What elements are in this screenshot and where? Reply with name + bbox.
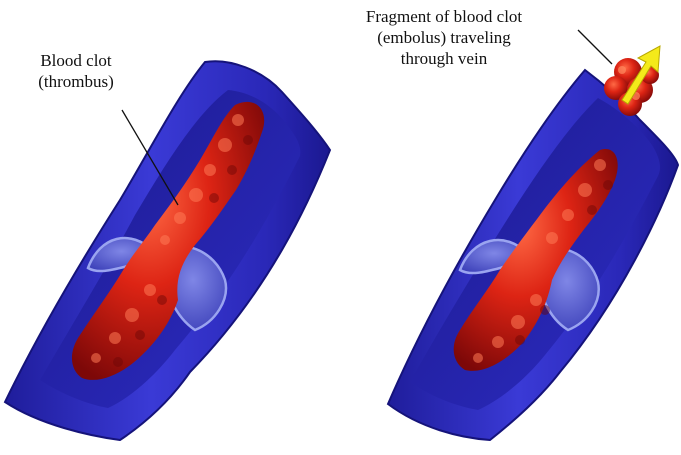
embolus-leader-line: [578, 30, 612, 64]
embolus-label-line-3: through vein: [308, 48, 580, 69]
thrombus-label-line-1: Blood clot: [18, 50, 134, 71]
left-vein: [5, 61, 330, 440]
embolus-label-line-2: (embolus) traveling: [308, 27, 580, 48]
embolus-label: Fragment of blood clot (embolus) traveli…: [308, 6, 580, 69]
embolus-label-line-1: Fragment of blood clot: [308, 6, 580, 27]
right-vein: [388, 30, 678, 440]
thrombus-label: Blood clot (thrombus): [18, 50, 134, 92]
thrombus-label-line-2: (thrombus): [18, 71, 134, 92]
